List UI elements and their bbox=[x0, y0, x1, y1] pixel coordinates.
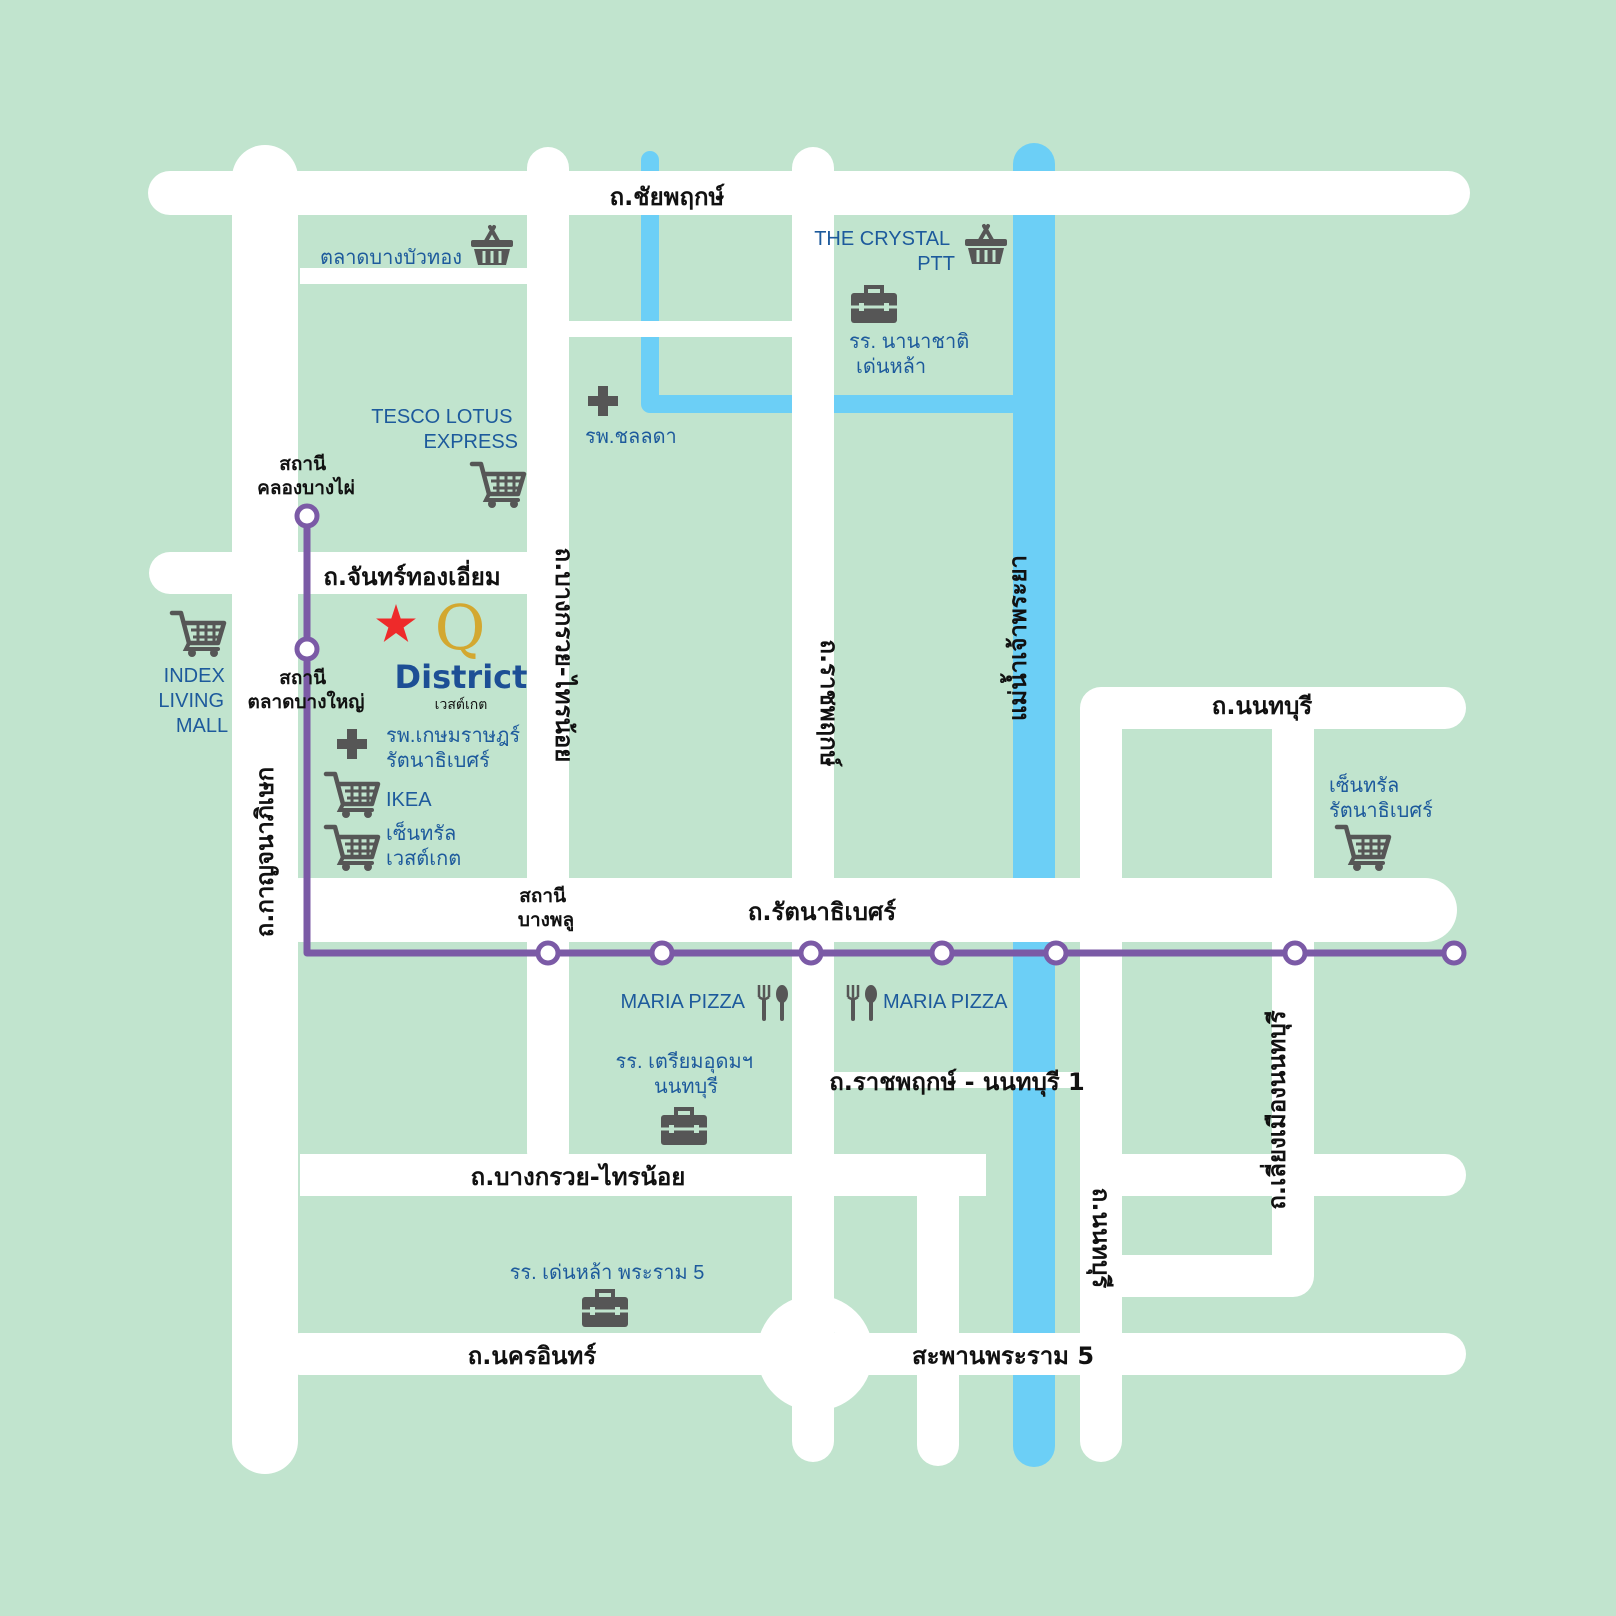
briefcase-icon bbox=[659, 1107, 709, 1147]
label-rama5-bridge: สะพานพระราม 5 bbox=[912, 1342, 1094, 1370]
label-ratchaphruek-nonthaburi1: ถ.ราชพฤกษ์ - นนทบุรี 1 bbox=[829, 1068, 1085, 1098]
logo-subtitle: เวสต์เกต bbox=[435, 696, 488, 713]
label-liang-mueang: ถ.เลี่ยงเมืองนนทบุรี bbox=[1259, 1010, 1293, 1209]
label-station-bang-phlu: สถานี บางพลู bbox=[518, 885, 574, 932]
cart-icon bbox=[326, 774, 378, 818]
label-bangkruai-vertical: ถ.บางกรวย-ไทรน้อย bbox=[550, 548, 579, 763]
logo-letter: Q bbox=[435, 591, 486, 664]
label-chaiyaphruek: ถ.ชัยพฤกษ์ bbox=[610, 183, 725, 211]
river-layer bbox=[641, 143, 1055, 1467]
label-nonthaburi-top: ถ.นนทบุรี bbox=[1212, 692, 1313, 722]
label-nanachat-school: รร. นานาชาติ เด่นหล้า bbox=[849, 331, 975, 378]
station-labels: สถานี คลองบางไผ่ สถานี ตลาดบางใหญ่ สถานี… bbox=[248, 453, 575, 932]
label-station-talad-bang-yai: สถานี ตลาดบางใหญ่ bbox=[248, 667, 365, 713]
label-bangkruai-horizontal: ถ.บางกรวย-ไทรน้อย bbox=[471, 1162, 686, 1191]
label-denla-rama5: รร. เด่นหล้า พระราม 5 bbox=[510, 1262, 705, 1284]
station-marker[interactable] bbox=[1043, 940, 1069, 966]
purple-line bbox=[294, 503, 1467, 966]
station-marker[interactable] bbox=[929, 940, 955, 966]
roundabout bbox=[757, 1295, 873, 1411]
label-kasemrad-hospital: รพ.เกษมราษฎร์ รัตนาธิเบศร์ bbox=[386, 724, 526, 772]
rail-track bbox=[303, 516, 1454, 957]
basket-icon bbox=[469, 225, 515, 267]
label-crystal-ptt: THE CRYSTAL PTT bbox=[814, 228, 955, 275]
hospital-cross-icon bbox=[588, 386, 618, 416]
label-chanthong-iam: ถ.จันทร์ทองเอี่ยม bbox=[323, 559, 500, 591]
q-district-logo: Q District เวสต์เกต bbox=[395, 591, 528, 713]
label-chonlada-hospital: รพ.ชลลดา bbox=[585, 426, 677, 448]
poi-layer: ตลาดบางบัวทอง THE CRYSTAL PTT รร. นานาชา… bbox=[158, 224, 1433, 1329]
road-liang-mueang bbox=[1101, 708, 1314, 1297]
basket-icon bbox=[963, 224, 1009, 266]
cart-icon bbox=[472, 464, 524, 508]
label-kanchanaphisek: ถ.กาญจนาภิเษก bbox=[251, 767, 279, 937]
cutlery-icon bbox=[757, 983, 790, 1021]
station-marker[interactable] bbox=[649, 940, 675, 966]
label-chao-phraya: แม่น้ำเจ้าพระยา bbox=[999, 555, 1032, 721]
label-index-living-mall: INDEX LIVING MALL bbox=[158, 665, 230, 737]
logo-name: District bbox=[395, 658, 528, 696]
label-nonthaburi-vertical: ถ.นนทบุรี bbox=[1085, 1188, 1115, 1289]
station-bang-phlu[interactable] bbox=[535, 940, 561, 966]
label-rattanathibet: ถ.รัตนาธิเบศร์ bbox=[748, 898, 896, 926]
briefcase-icon bbox=[849, 285, 899, 325]
star-icon bbox=[376, 604, 416, 642]
label-central-rattanathibet: เซ็นทรัล รัตนาธิเบศร์ bbox=[1329, 772, 1433, 822]
station-khlong-bang-phai[interactable] bbox=[294, 503, 320, 529]
canal bbox=[641, 151, 1021, 413]
cart-icon bbox=[326, 827, 378, 871]
cutlery-icon bbox=[846, 983, 879, 1021]
label-tesco-lotus: TESCO LOTUS EXPRESS bbox=[371, 406, 518, 453]
hospital-cross-icon bbox=[337, 729, 367, 759]
road-labels: ถ.ชัยพฤกษ์ ถ.จันทร์ทองเอี่ยม ถ.บางกรวย-ไ… bbox=[251, 183, 1312, 1370]
label-central-westgate: เซ็นทรัล เวสต์เกต bbox=[386, 820, 462, 870]
cart-icon bbox=[1337, 827, 1389, 871]
station-marker[interactable] bbox=[1441, 940, 1467, 966]
destination-marker[interactable]: Q District เวสต์เกต bbox=[376, 591, 527, 713]
road-layer bbox=[148, 145, 1470, 1474]
label-maria-pizza-right: MARIA PIZZA bbox=[883, 991, 1008, 1013]
station-marker[interactable] bbox=[1282, 940, 1308, 966]
briefcase-icon bbox=[580, 1289, 630, 1329]
cart-icon bbox=[172, 613, 224, 657]
label-ratchaphruek: ถ.ราชพฤกษ์ bbox=[815, 639, 843, 767]
station-talad-bang-yai[interactable] bbox=[294, 636, 320, 662]
label-maria-pizza-left: MARIA PIZZA bbox=[621, 991, 746, 1013]
label-station-khlong-bang-phai: สถานี คลองบางไผ่ bbox=[257, 453, 355, 499]
station-marker[interactable] bbox=[798, 940, 824, 966]
label-bang-bua-thong-market: ตลาดบางบัวทอง bbox=[320, 247, 462, 269]
label-nakhon-in: ถ.นครอินทร์ bbox=[468, 1342, 597, 1370]
label-ikea: IKEA bbox=[386, 789, 432, 811]
label-triam-udom: รร. เตรียมอุดมฯ นนทบุรี bbox=[615, 1051, 758, 1099]
